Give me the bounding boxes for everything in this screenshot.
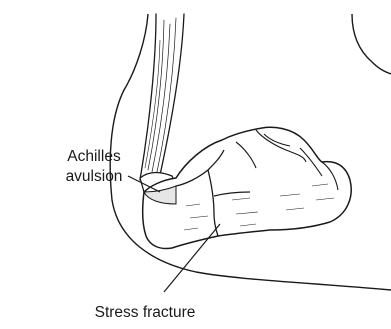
other-leg-outline bbox=[352, 14, 391, 74]
stress-fracture-label: Stress fracture bbox=[95, 304, 196, 321]
achilles-label-line2: avulsion bbox=[66, 168, 123, 185]
achilles-label-line1: Achilles bbox=[67, 148, 121, 165]
achilles-tendon bbox=[140, 14, 184, 180]
